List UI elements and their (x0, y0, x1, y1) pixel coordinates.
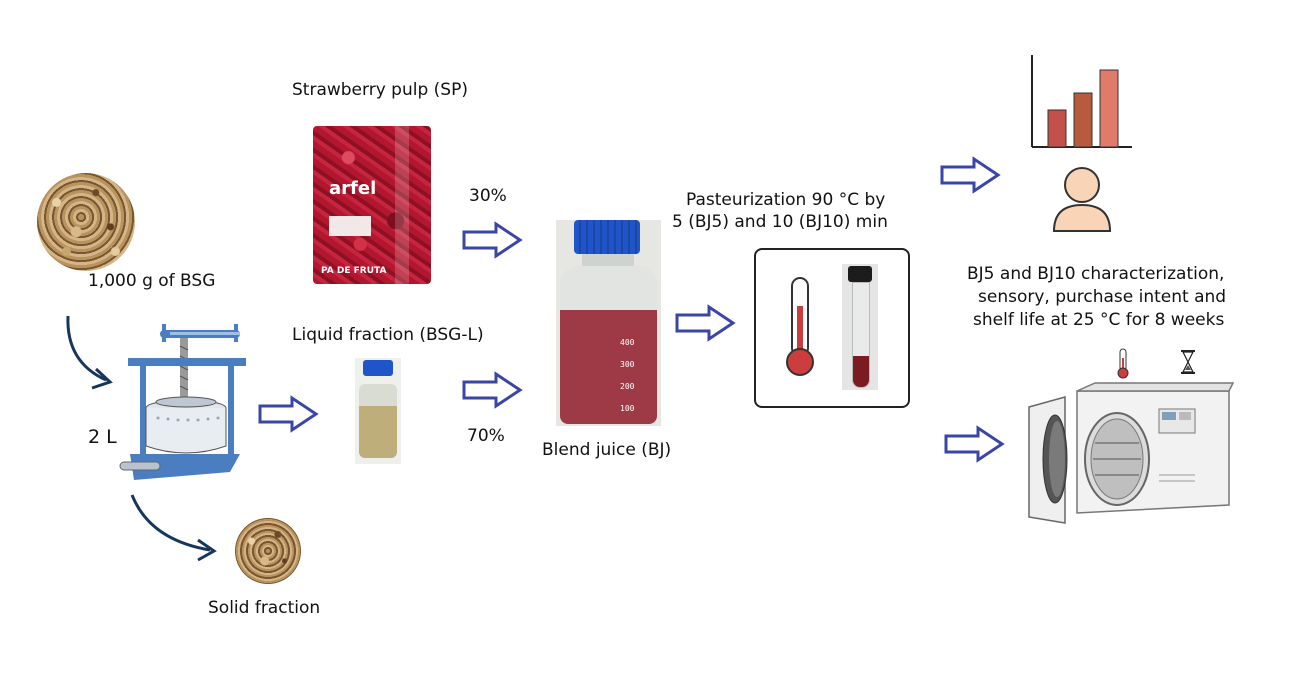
package-label-sticker (329, 216, 371, 236)
blend-juice-label: Blend juice (BJ) (542, 440, 672, 460)
strawberry-percent-label: 30% (469, 186, 507, 206)
small-thermometer-icon (1117, 348, 1129, 379)
liquid-fraction-label: Liquid fraction (BSG-L) (292, 325, 484, 345)
arrow-press-to-liquid (258, 396, 318, 432)
arrow-to-shelf-life (944, 426, 1004, 462)
liquid-fraction-bottle (355, 358, 401, 464)
person-icon (1052, 167, 1112, 232)
characterization-label-line1: BJ5 and BJ10 characterization, (967, 264, 1225, 284)
incubator-illustration (1028, 382, 1235, 524)
liquid-bottle-cap (363, 360, 393, 376)
bar-chart-icon (1031, 55, 1132, 148)
blend-bottle-neck (582, 254, 634, 268)
arrow-to-sensory (940, 157, 1000, 193)
liquid-bottle-body (359, 384, 397, 458)
bottle-mark-200: 200 (620, 382, 635, 391)
bottle-mark-400: 400 (620, 338, 635, 347)
characterization-label-line3: shelf life at 25 °C for 8 weeks (973, 310, 1225, 330)
pasteurization-box (754, 248, 910, 408)
package-stripe (395, 126, 409, 284)
strawberry-pulp-package: arfel PA DE FRUTA (313, 126, 431, 284)
solid-fraction-photo (235, 518, 301, 584)
strawberry-pulp-label: Strawberry pulp (SP) (292, 80, 468, 100)
bsg-amount-label: 1,000 g of BSG (88, 271, 216, 291)
arrow-strawberry-to-blend (462, 222, 522, 258)
bsg-grain-photo (37, 173, 135, 271)
liquid-percent-label: 70% (467, 426, 505, 446)
pasteurization-label-line1: Pasteurization 90 °C by (686, 190, 886, 210)
package-brand-text: arfel (329, 178, 377, 199)
hourglass-icon (1181, 350, 1195, 374)
blend-bottle-glass (560, 266, 657, 424)
characterization-label-line2: sensory, purchase intent and (978, 287, 1227, 307)
pasteurization-label-line2: 5 (BJ5) and 10 (BJ10) min (672, 212, 888, 232)
volume-label: 2 L (88, 426, 117, 448)
bottle-mark-100: 100 (620, 404, 635, 413)
fruit-press-illustration (119, 324, 246, 480)
tube-body (852, 282, 870, 388)
arrow-blend-to-pasteurization (675, 305, 735, 341)
tube-cap (848, 266, 872, 282)
bottle-mark-300: 300 (620, 360, 635, 369)
blend-bottle-cap (574, 220, 640, 254)
arrow-liquid-to-blend (462, 372, 522, 408)
package-bottom-text: PA DE FRUTA (321, 266, 387, 276)
thermometer-icon (786, 277, 814, 376)
blend-juice-bottle-photo: 400 300 200 100 (556, 220, 661, 426)
pasteurized-tube-photo (842, 264, 878, 390)
solid-fraction-label: Solid fraction (208, 598, 321, 618)
